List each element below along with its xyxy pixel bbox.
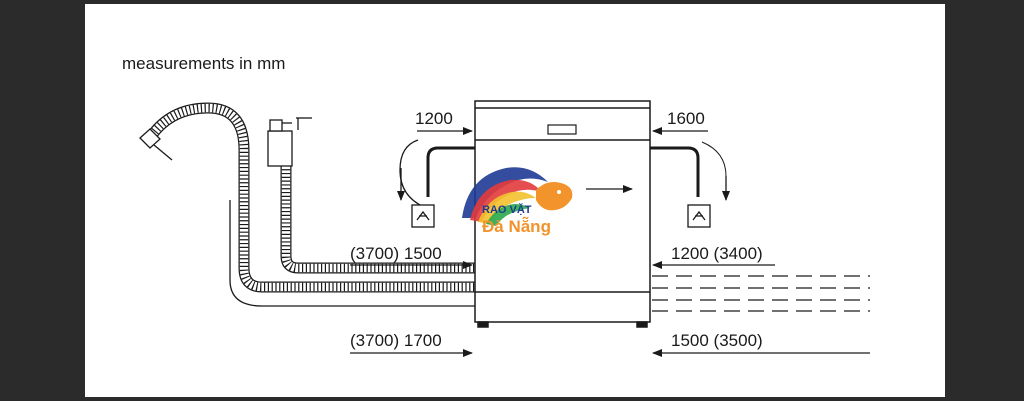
watermark-text-line2: Đà Nẵng (482, 216, 551, 236)
watermark-text-line1: RAO VẶT (482, 203, 532, 216)
right-connection-pipe (650, 141, 727, 197)
right-sink-siphon (687, 204, 711, 228)
label-top-right: 1600 (667, 109, 705, 128)
left-connection-pipe (399, 139, 476, 208)
inlet-hose (280, 166, 478, 274)
aquastop-valve (267, 119, 293, 167)
diagram-frame: measurements in mm (85, 4, 945, 397)
drain-hose-long (145, 102, 478, 293)
drain-hose-bottom (229, 200, 478, 307)
label-bottom-left: (3700) 1700 (350, 331, 442, 350)
label-top-left: 1200 (415, 109, 453, 128)
inlet-height-marker (296, 117, 312, 130)
label-bottom-right: 1500 (3500) (671, 331, 763, 350)
dishwasher-body (474, 100, 651, 328)
right-extension-dashes (652, 275, 870, 312)
left-sink-siphon (411, 204, 435, 228)
label-mid-right: 1200 (3400) (671, 244, 763, 263)
label-mid-left: (3700) 1500 (350, 244, 442, 263)
measurements-caption: measurements in mm (122, 54, 285, 73)
installation-diagram: measurements in mm (122, 54, 870, 357)
hose-end-fitting (139, 128, 173, 161)
watermark-logo: RAO VẶT Đà Nẵng (462, 167, 573, 236)
